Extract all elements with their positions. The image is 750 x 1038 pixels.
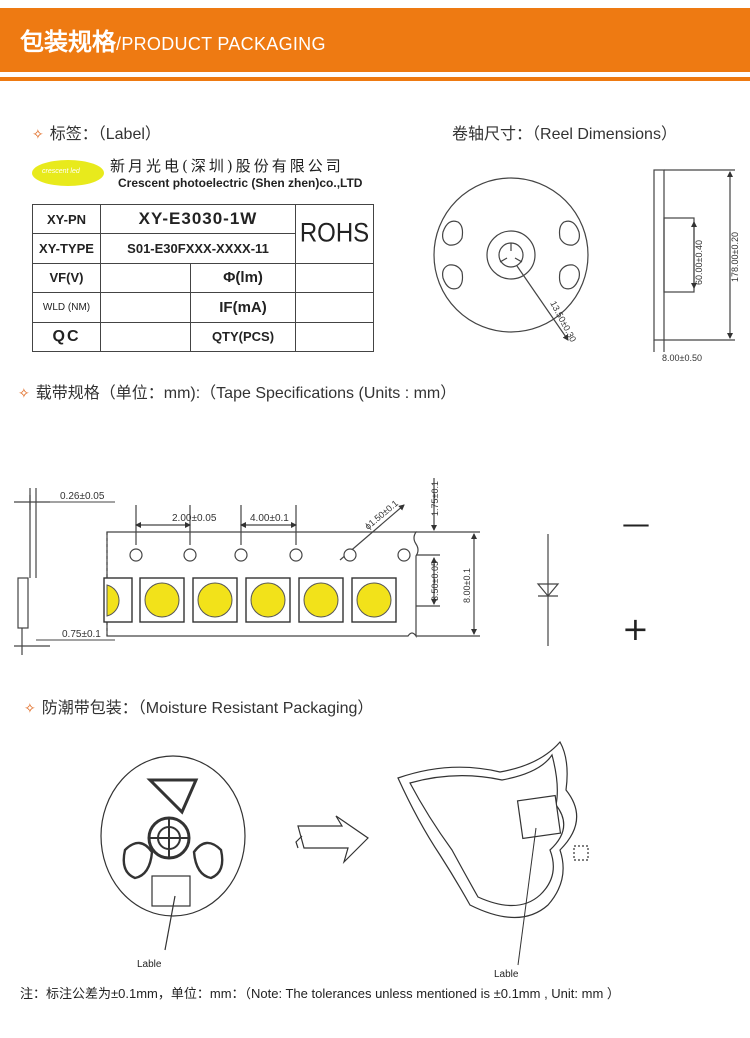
led-chips — [106, 582, 392, 618]
label-key: IF(mA) — [190, 292, 296, 323]
minus-polarity: — — [622, 507, 650, 540]
page-title-en: PRODUCT PACKAGING — [121, 34, 326, 54]
sprocket-hole — [289, 548, 303, 562]
label-key: Φ(lm) — [190, 262, 296, 294]
moisture-bag-drawing — [397, 740, 589, 919]
star-bullet-icon: ✧ — [24, 701, 36, 717]
star-bullet-icon: ✧ — [32, 127, 44, 143]
logo-text: crescent led — [42, 168, 80, 175]
reel-label-callout: Lable — [137, 959, 162, 970]
table-row: VF(V) Φ(lm) — [32, 262, 374, 294]
tape-thickness-dimension: 0.26±0.05 — [60, 491, 105, 502]
sprocket-hole — [397, 548, 411, 562]
sprocket-holes — [129, 548, 411, 562]
reel-front-drawing — [433, 177, 589, 341]
label-key: XY-TYPE — [32, 233, 101, 264]
reel-inner-dimension: 60.00±0.40 — [694, 240, 704, 285]
plus-polarity: + — [622, 610, 649, 648]
moisture-heading: ✧防潮带包装：（Moisture Resistant Packaging） — [24, 698, 374, 717]
sprocket-hole — [234, 548, 248, 562]
label-value — [100, 262, 191, 294]
tape-heading: ✧载带规格（单位：mm):（Tape Specifications (Units… — [18, 383, 457, 402]
page-title: 包装规格/PRODUCT PACKAGING — [20, 28, 326, 56]
label-table: XY-PN XY-E3030-1W ROHS XY-TYPE S01-E30FX… — [32, 201, 374, 353]
label-heading: ✧标签：（Label） — [32, 124, 161, 143]
tape-profile-drawing — [14, 488, 50, 655]
led-chip — [356, 582, 392, 618]
sprocket-hole — [129, 548, 143, 562]
tape-center-dimension: 3.50±0.05 — [430, 561, 440, 601]
tape-edge-dimension: 1.75±0.1 — [430, 481, 440, 516]
reel-side-drawing — [653, 169, 735, 352]
label-value: S01-E30FXXX-XXXX-11 — [100, 233, 296, 264]
company-logo — [32, 160, 104, 186]
reel-outer-dimension: 178.00±0.20 — [730, 232, 740, 282]
tape-hole-dimension: ϕ1.50±0.1 — [363, 498, 400, 531]
star-bullet-icon: ✧ — [18, 386, 30, 402]
process-arrow-icon — [295, 815, 369, 865]
sprocket-hole — [183, 548, 197, 562]
label-value — [295, 321, 374, 353]
led-chip — [197, 582, 233, 618]
company-name-en: Crescent photoelectric (Shen zhen)co.,LT… — [118, 176, 363, 190]
rohs-mark: ROHS — [295, 201, 374, 267]
reel-heading: 卷轴尺寸：（Reel Dimensions） — [452, 124, 677, 143]
led-chip — [250, 582, 286, 618]
reel-width-dimension: 8.00±0.50 — [662, 353, 702, 363]
label-key: WLD (NM) — [32, 292, 101, 323]
bag-label-leader — [517, 827, 537, 966]
tape-base-dimension: 0.75±0.1 — [62, 629, 101, 640]
header-banner — [0, 8, 750, 72]
packaging-reel-drawing — [100, 755, 246, 951]
company-name-cn: 新月光电(深圳)股份有限公司 — [110, 157, 344, 175]
tape-width-dimension: 8.00±0.1 — [462, 568, 472, 603]
label-value: XY-E3030-1W — [100, 203, 296, 235]
reel-hub-dimension: 13.50±0.30 — [548, 299, 578, 343]
table-row: WLD (NM) IF(mA) — [32, 292, 374, 323]
sprocket-hole — [343, 548, 357, 562]
tolerance-note: 注：标注公差为±0.1mm，单位：mm：（Note: The tolerance… — [20, 986, 620, 1001]
led-chip — [144, 582, 180, 618]
label-key: VF(V) — [32, 262, 101, 294]
label-key: QC — [32, 321, 101, 353]
diode-symbol-icon — [536, 534, 560, 646]
led-chip — [303, 582, 339, 618]
tape-hole-pitch-dimension: 2.00±0.05 — [172, 513, 217, 524]
table-row: XY-TYPE S01-E30FXXX-XXXX-11 — [32, 233, 374, 264]
label-value — [295, 292, 374, 323]
header-divider — [0, 77, 750, 81]
bag-label-callout: Lable — [494, 969, 519, 980]
tape-pitch-dimension: 4.00±0.1 — [250, 513, 289, 524]
table-row: XY-PN XY-E3030-1W ROHS — [32, 201, 374, 267]
table-row: QC QTY(PCS) — [32, 321, 374, 353]
label-key: QTY(PCS) — [190, 321, 296, 353]
led-chip — [106, 584, 120, 617]
